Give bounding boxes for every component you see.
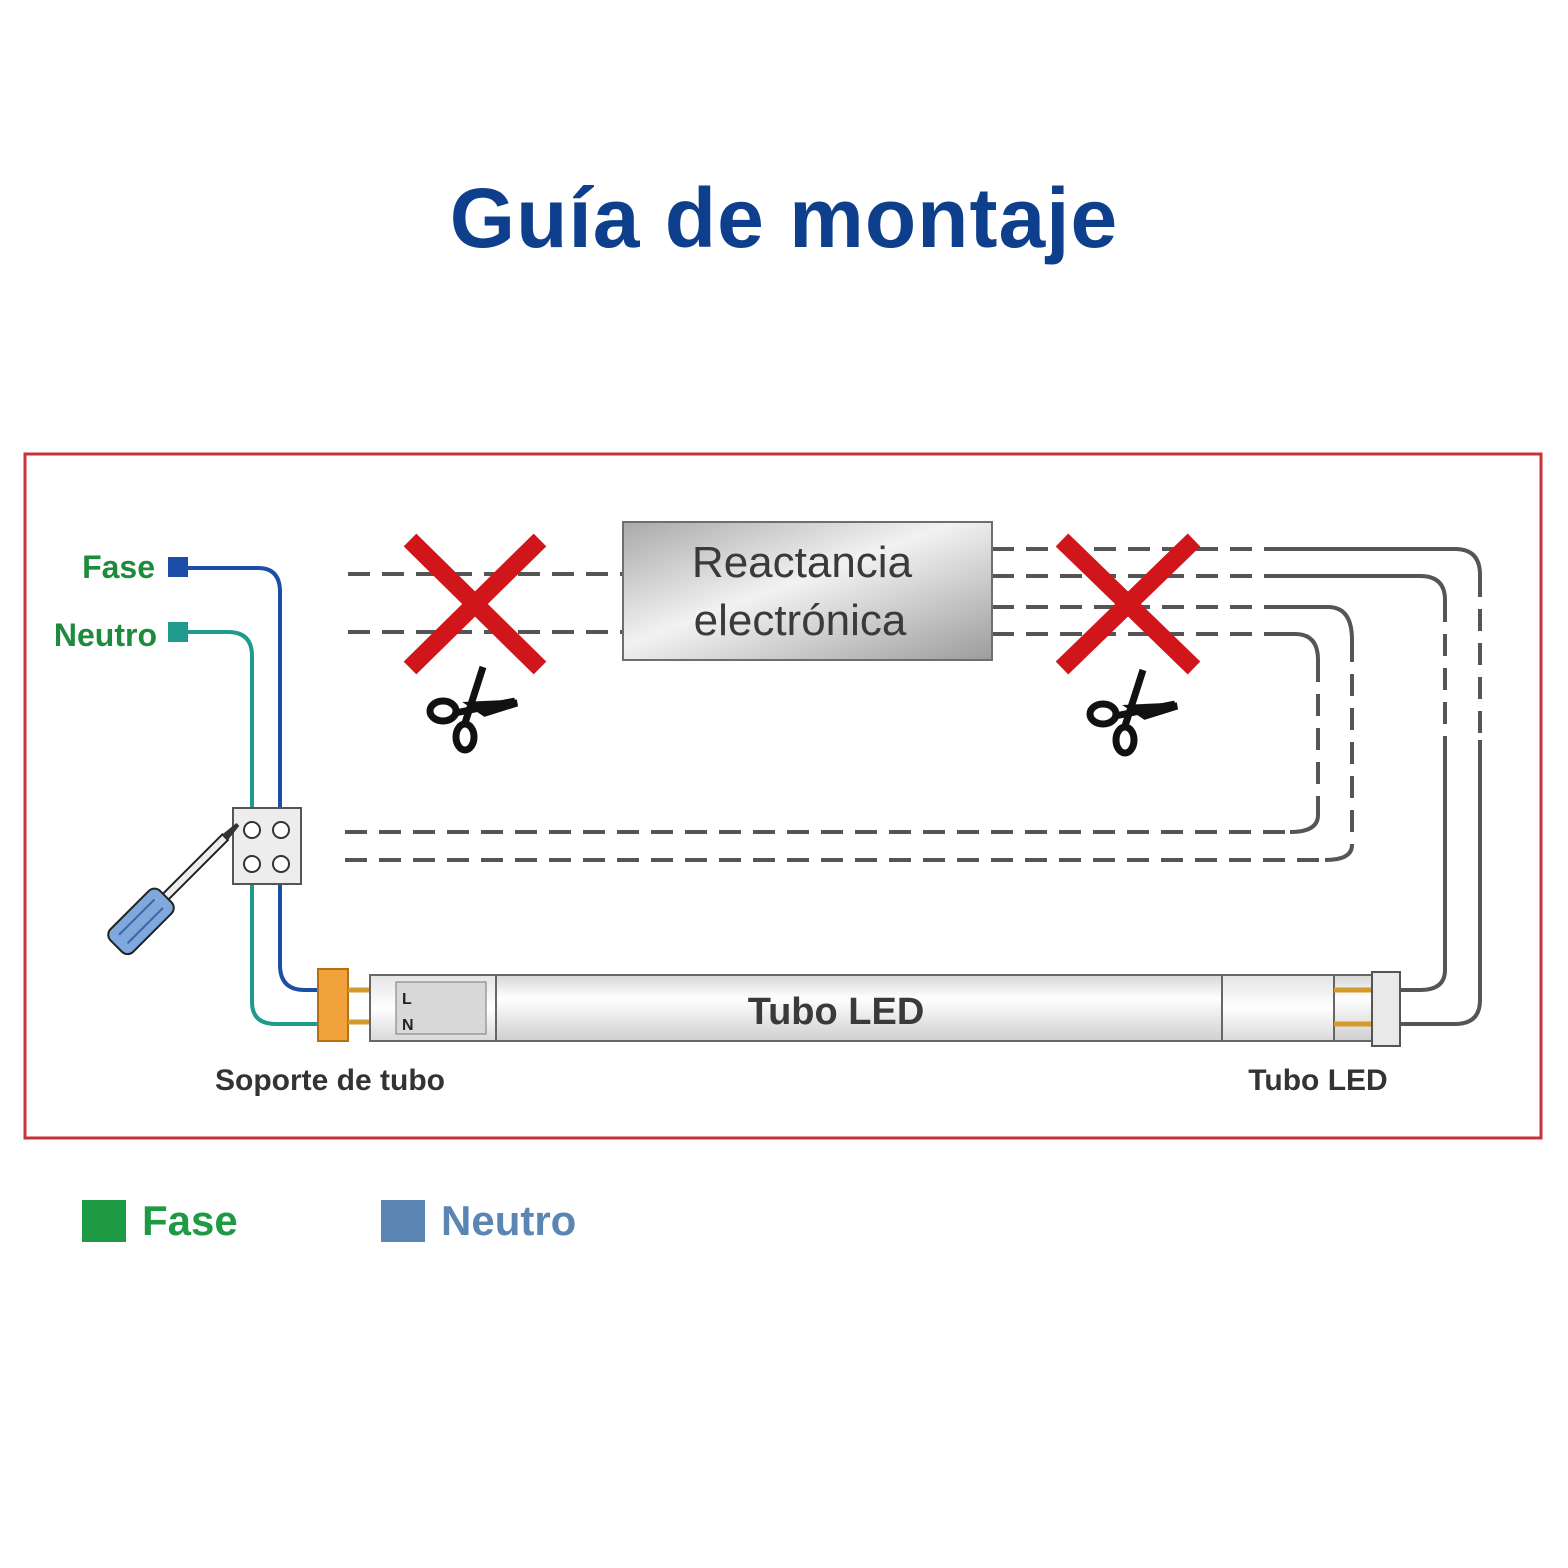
scissors-icon — [426, 665, 519, 754]
fase-label: Fase — [82, 549, 155, 585]
terminal-block-icon — [232, 807, 302, 885]
neutro-label: Neutro — [54, 617, 157, 653]
diagram-frame — [23, 452, 1543, 1140]
screwdriver-icon — [107, 823, 240, 956]
holder-label: Soporte de tubo — [215, 1064, 445, 1097]
legend-label-fase: Fase — [142, 1197, 238, 1244]
tube-pins-left — [348, 987, 370, 1025]
cross-icon — [1055, 533, 1201, 675]
legend-swatch-neutro — [381, 1200, 425, 1242]
neutro-terminal — [168, 622, 188, 642]
legend-label-neutro: Neutro — [441, 1197, 577, 1244]
led-tube-label-box — [395, 981, 487, 1035]
tube-n-label: N — [402, 1017, 414, 1034]
scissors-icon — [1086, 668, 1179, 757]
legend-item-fase: Fase — [82, 1197, 238, 1244]
tube-center-label: Tubo LED — [748, 991, 925, 1033]
ballast-input-wires — [348, 572, 622, 634]
ballast-box — [622, 521, 993, 661]
tube-l-label: L — [402, 991, 412, 1008]
ballast-output-wires — [345, 547, 1482, 862]
fase-wire — [188, 566, 320, 992]
legend-swatch-fase — [82, 1200, 126, 1242]
tube-pins-right — [1334, 987, 1372, 1027]
tube-holder-right — [1371, 971, 1401, 1047]
legend-item-neutro: Neutro — [381, 1197, 577, 1244]
loop-wires-solid — [1285, 547, 1482, 1026]
page-title: Guía de montaje — [449, 171, 1119, 265]
tube-holder-left — [317, 968, 349, 1042]
tube-end-label: Tubo LED — [1248, 1064, 1387, 1097]
ballast-label-line1: Reactancia — [692, 538, 913, 587]
ballast-label-line2: electrónica — [694, 596, 907, 645]
fase-terminal — [168, 557, 188, 577]
cross-icon — [403, 533, 547, 675]
led-tube-cap-right — [1221, 974, 1335, 1042]
